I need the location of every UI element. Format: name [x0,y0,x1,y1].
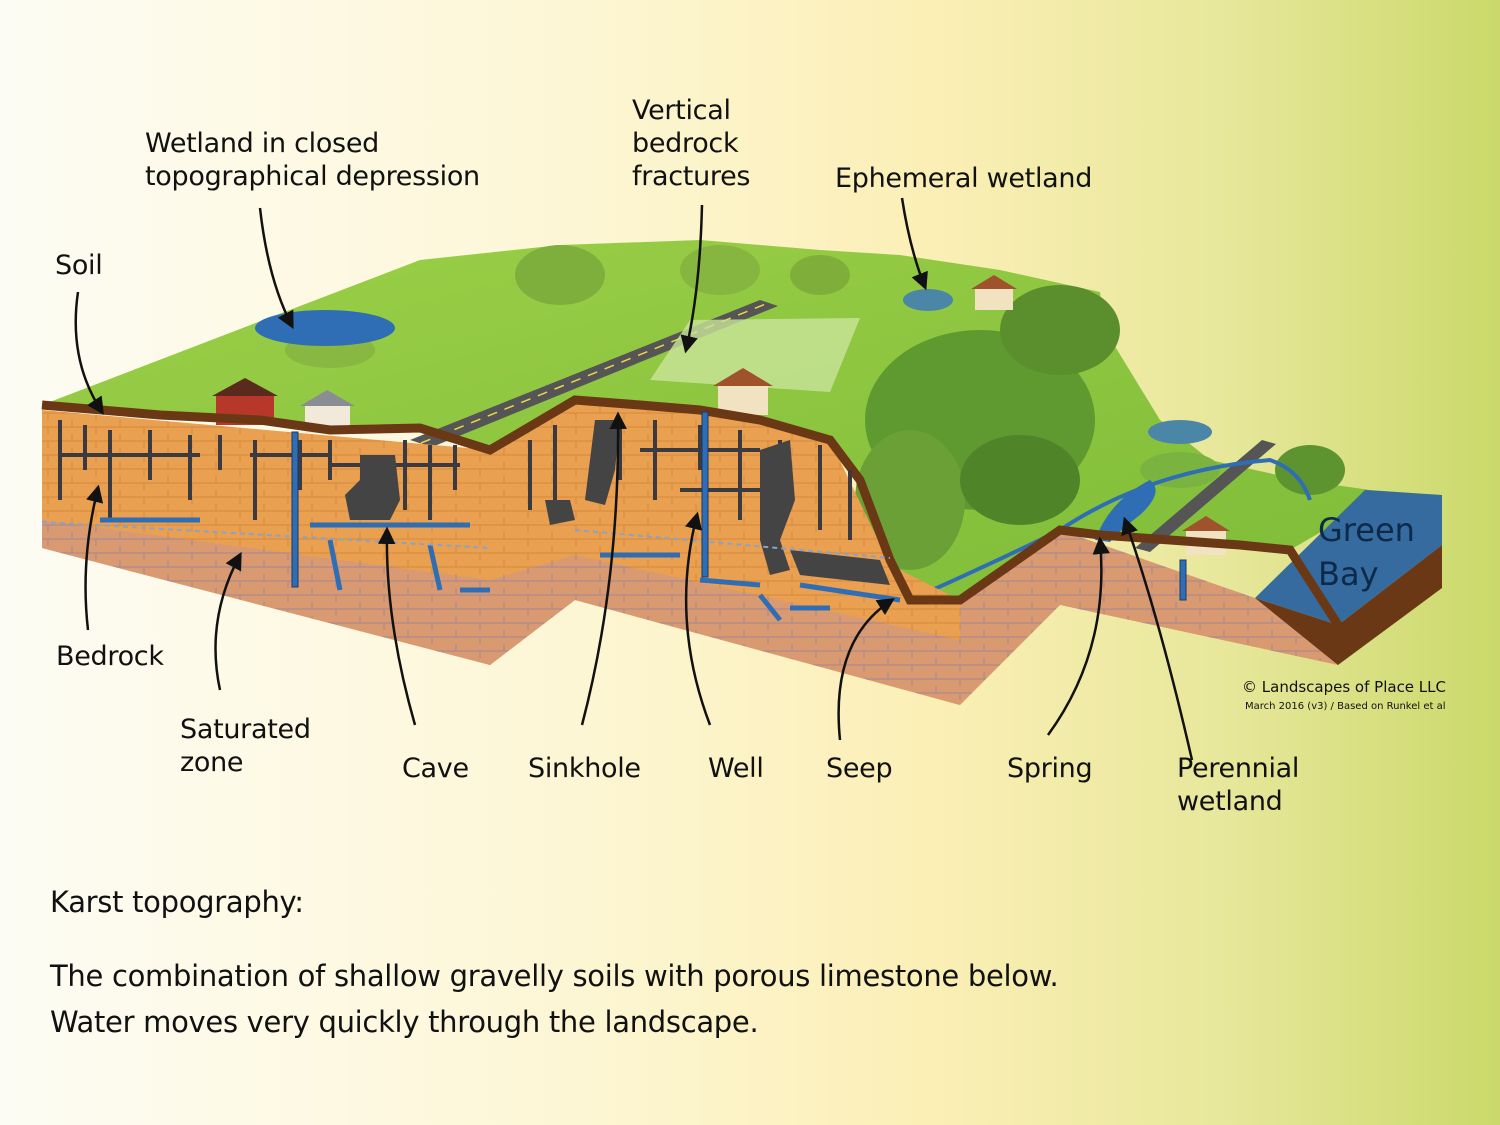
credit-source: March 2016 (v3) / Based on Runkel et al [1245,701,1446,712]
bedrock-cross-section [41,395,1342,705]
caption-line-1: The combination of shallow gravelly soil… [50,959,1059,993]
label-sinkhole: Sinkhole [528,753,641,784]
label-spring: Spring [1007,753,1093,784]
caption-line-2: Water moves very quickly through the lan… [50,1005,759,1039]
label-vertical-fractures: Vertical bedrock fractures [632,95,751,192]
label-well: Well [708,753,764,784]
label-saturated-zone: Saturated zone [180,714,311,778]
label-seep: Seep [826,753,893,784]
label-perennial-wetland: Perennial wetland [1177,753,1300,817]
label-ephemeral-wetland: Ephemeral wetland [835,163,1093,194]
credit-line: © Landscapes of Place LLC [1242,678,1446,696]
forest [285,245,1345,570]
caption-title: Karst topography: [50,885,304,919]
label-green-bay: Green Bay [1318,511,1415,593]
label-soil: Soil [55,250,103,281]
label-cave: Cave [402,753,469,784]
green-bay-water [1255,490,1442,625]
label-bedrock: Bedrock [56,641,164,672]
label-arrows [74,197,1194,761]
label-wetland-closed: Wetland in closed topographical depressi… [145,128,480,192]
